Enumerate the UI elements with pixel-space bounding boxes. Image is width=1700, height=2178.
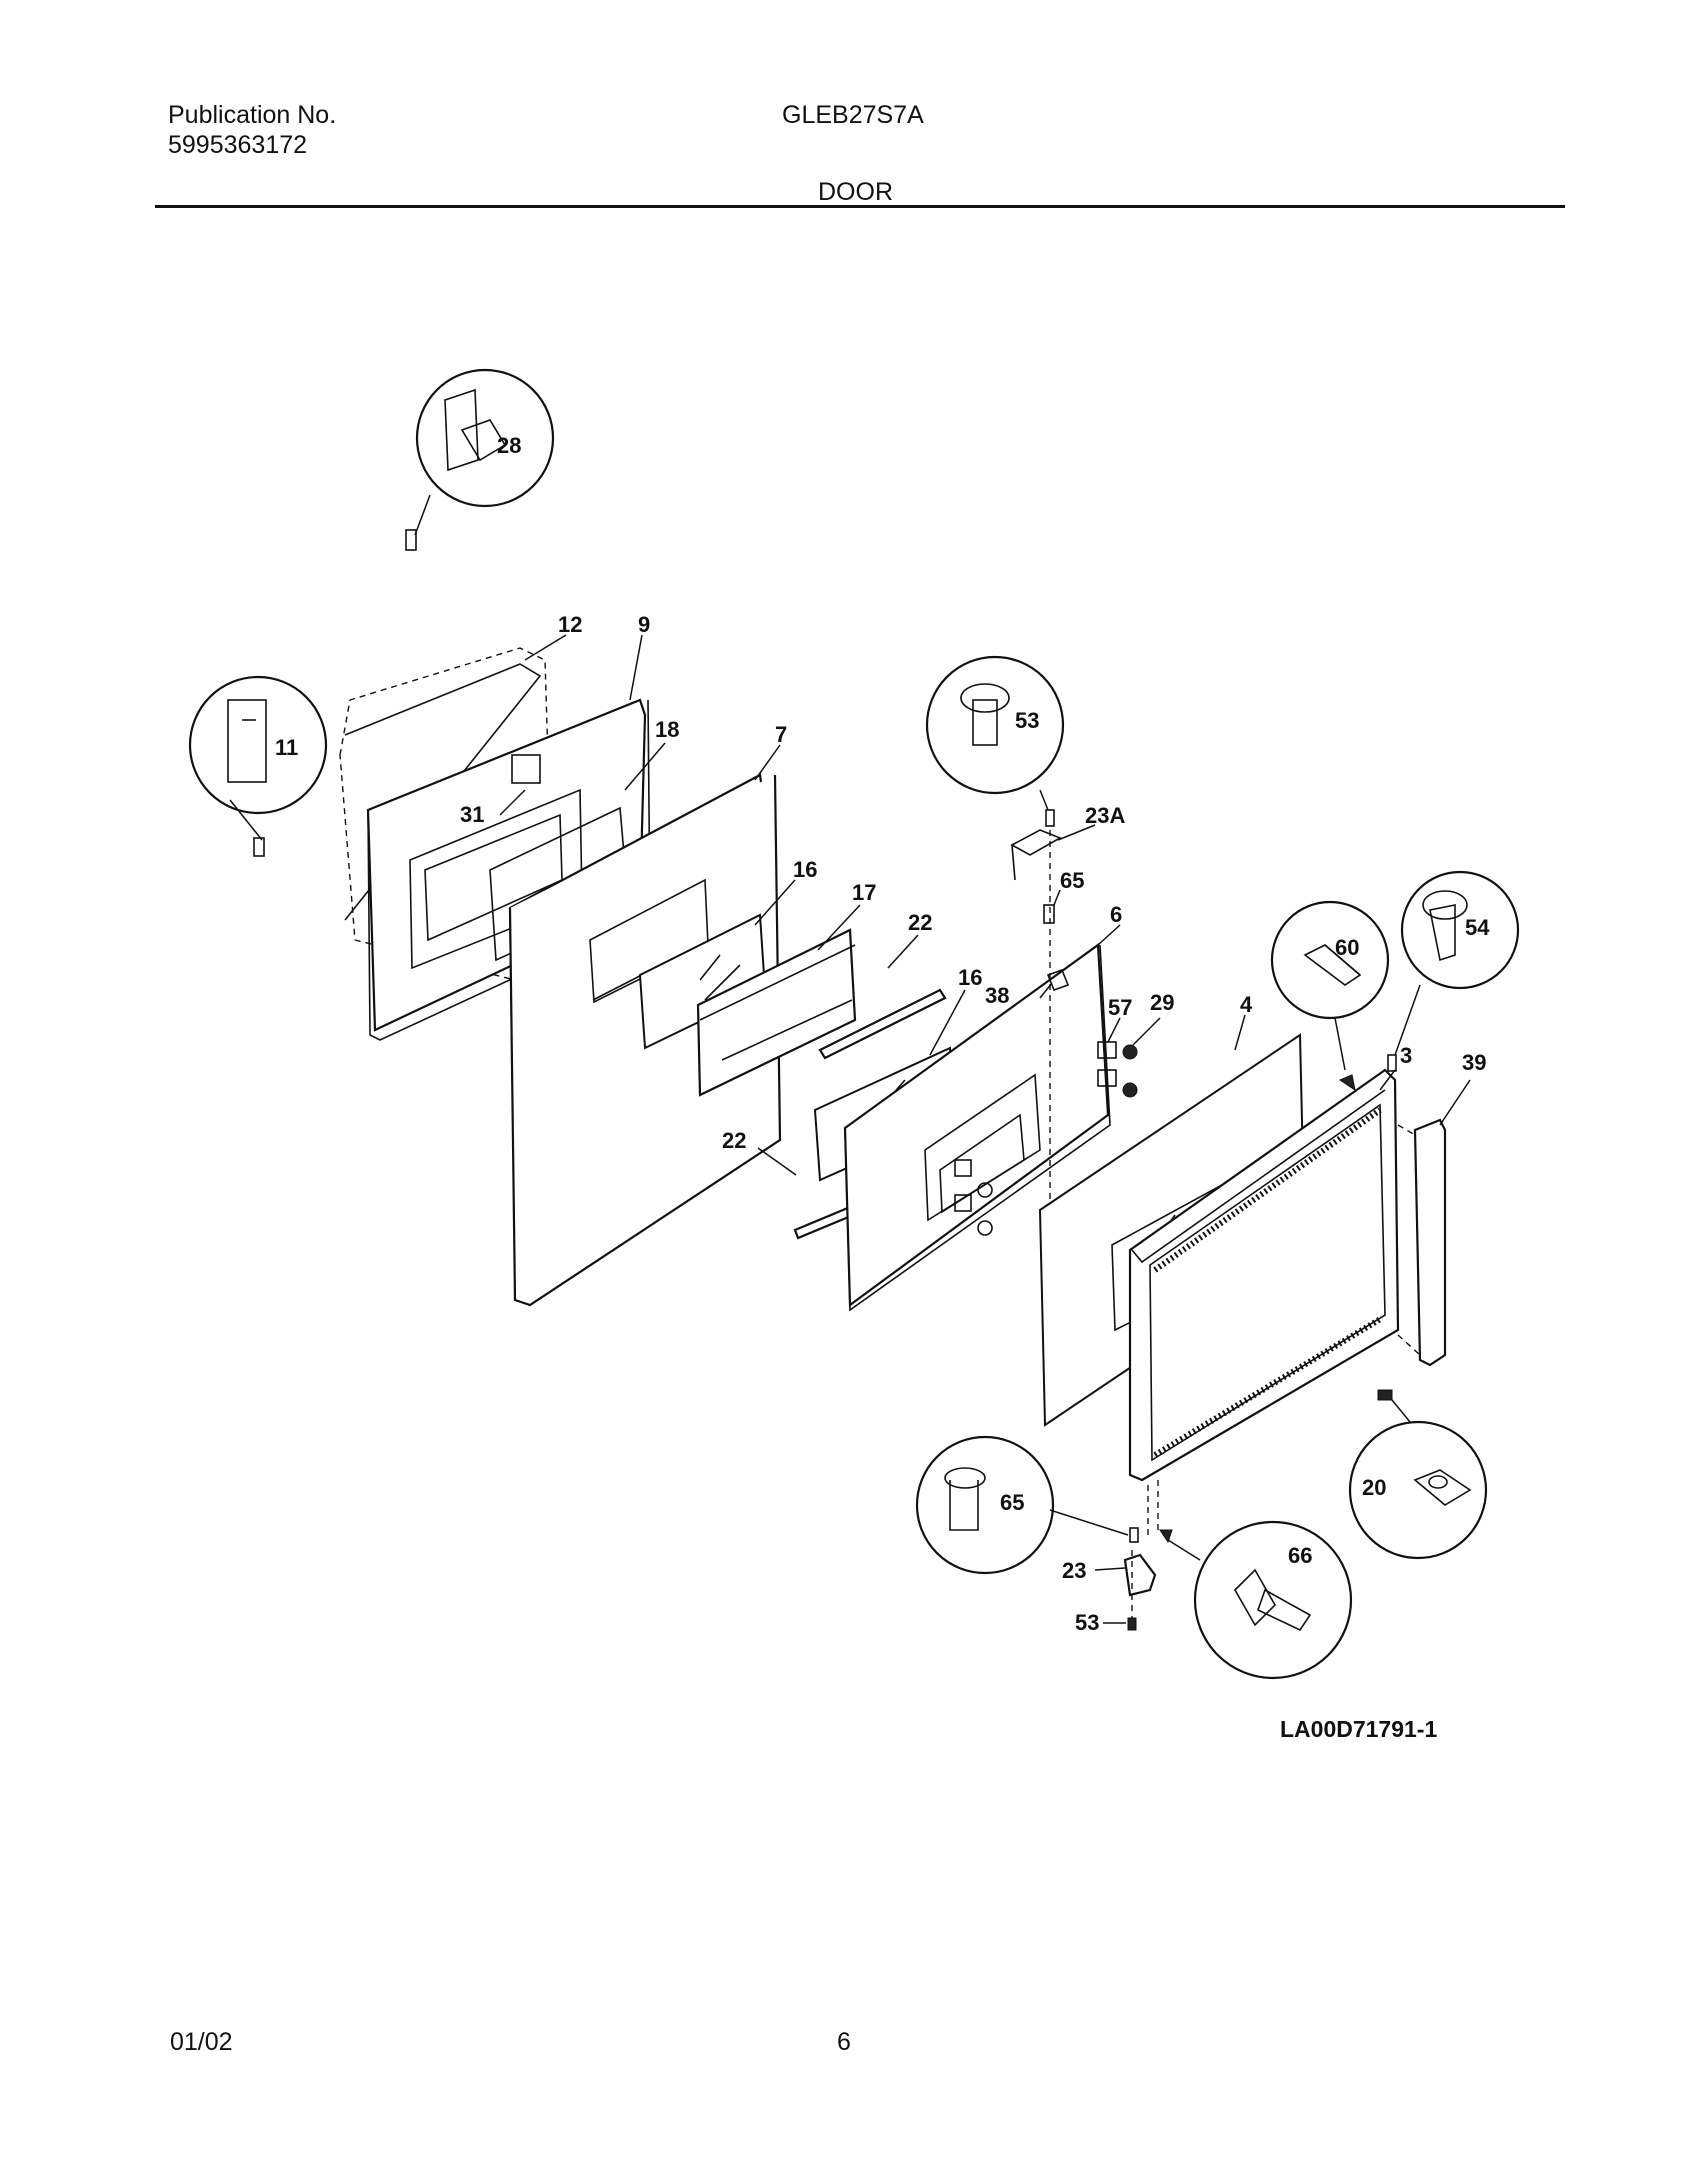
part-57-29-clips [1097,1041,1138,1098]
callout-65b: 65 [1000,1490,1024,1515]
section-title: DOOR [818,178,893,206]
publication-number: 5995363172 [168,131,308,159]
header-rule [155,205,1565,208]
publication-label: Publication No. [168,101,337,129]
detail-bubble-65-bottom [915,1435,1139,1575]
diagram-code: LA00D71791-1 [1280,1716,1437,1742]
callout-54: 54 [1465,915,1490,940]
detail-bubble-20 [1348,1389,1488,1560]
callout-9: 9 [638,612,650,637]
callout-39: 39 [1462,1050,1486,1075]
callout-labels: 28 12 9 11 18 31 7 16 17 22 16 22 53 23A… [275,433,1490,1635]
detail-bubble-60 [1270,900,1390,1092]
callout-31: 31 [460,802,484,827]
part-38-bracket [1046,968,1070,992]
footer-date: 01/02 [170,2028,233,2056]
part-3-outer-frame [1128,1068,1400,1535]
callout-66: 66 [1288,1543,1312,1568]
detail-bubble-53-top [925,655,1065,1200]
callout-22b: 22 [722,1128,746,1153]
callout-53b: 53 [1075,1610,1099,1635]
callout-22: 22 [908,910,932,935]
callout-38: 38 [985,983,1009,1008]
callout-23: 23 [1062,1558,1086,1583]
callout-6: 6 [1110,902,1122,927]
detail-bubble-54 [1387,870,1520,1072]
callout-23a: 23A [1085,803,1125,828]
part-6-inner-panel [843,942,1111,1312]
part-23-lower-hinge [1123,1550,1157,1631]
callout-29: 29 [1150,990,1174,1015]
part-9-inner-panel [366,698,651,1041]
callout-57: 57 [1108,995,1132,1020]
callout-7: 7 [775,722,787,747]
callout-53: 53 [1015,708,1039,733]
callout-16: 16 [793,857,817,882]
callout-3: 3 [1400,1043,1412,1068]
callout-18: 18 [655,717,679,742]
callout-11: 11 [275,735,298,760]
callout-17: 17 [852,880,876,905]
part-16-17-channel [638,913,857,1097]
page-number: 6 [837,2028,851,2056]
model-number: GLEB27S7A [782,101,924,129]
detail-bubble-11 [188,675,328,857]
callout-12: 12 [558,612,582,637]
callout-20: 20 [1362,1475,1386,1500]
part-39-handle [1397,1118,1447,1367]
callout-28: 28 [497,433,521,458]
detail-bubble-28 [405,368,555,551]
callout-16b: 16 [958,965,982,990]
callout-4: 4 [1240,992,1253,1017]
leader-lines [499,634,1471,1624]
detail-bubble-66 [1159,1520,1353,1680]
callout-65: 65 [1060,868,1084,893]
callout-60: 60 [1335,935,1359,960]
